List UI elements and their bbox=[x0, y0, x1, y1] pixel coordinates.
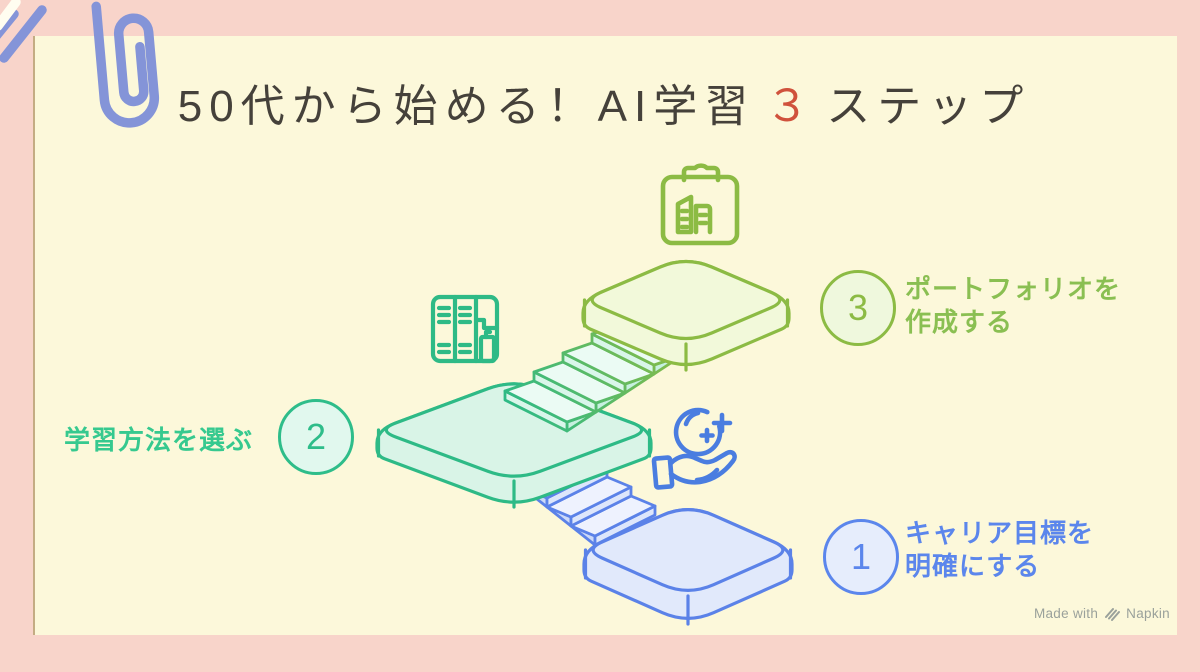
step-1-badge: 1 bbox=[823, 519, 899, 595]
step-2-badge: 2 bbox=[278, 399, 354, 475]
step-1-label: キャリア目標を 明確にする bbox=[905, 517, 1094, 583]
step-3-label-line-2: 作成する bbox=[905, 307, 1014, 337]
step-2-label: 学習方法を選ぶ bbox=[64, 424, 253, 457]
step-1-number: 1 bbox=[850, 536, 872, 577]
step-1-label-line-1: キャリア目標を bbox=[905, 518, 1095, 548]
step-3-label-line-1: ポートフォリオを bbox=[905, 274, 1122, 304]
made-with-text: Made with bbox=[1033, 606, 1099, 621]
step-2-label-line-1: 学習方法を選ぶ bbox=[64, 425, 254, 455]
made-with-napkin-badge[interactable]: Made with Napkin bbox=[1034, 606, 1170, 621]
napkin-logo-icon bbox=[1105, 608, 1121, 621]
step-3-number: 3 bbox=[847, 287, 869, 328]
step-2-number: 2 bbox=[305, 416, 327, 457]
step-3-badge: 3 bbox=[820, 270, 896, 346]
title-suffix: ステップ bbox=[826, 82, 1031, 131]
title-step-count: ３ bbox=[765, 82, 817, 131]
brand-text: Napkin bbox=[1126, 606, 1170, 621]
step-3-label: ポートフォリオを 作成する bbox=[905, 273, 1121, 339]
title-prefix: 50代から始める！AI学習 bbox=[177, 82, 756, 131]
step-1-label-line-2: 明確にする bbox=[905, 551, 1041, 581]
